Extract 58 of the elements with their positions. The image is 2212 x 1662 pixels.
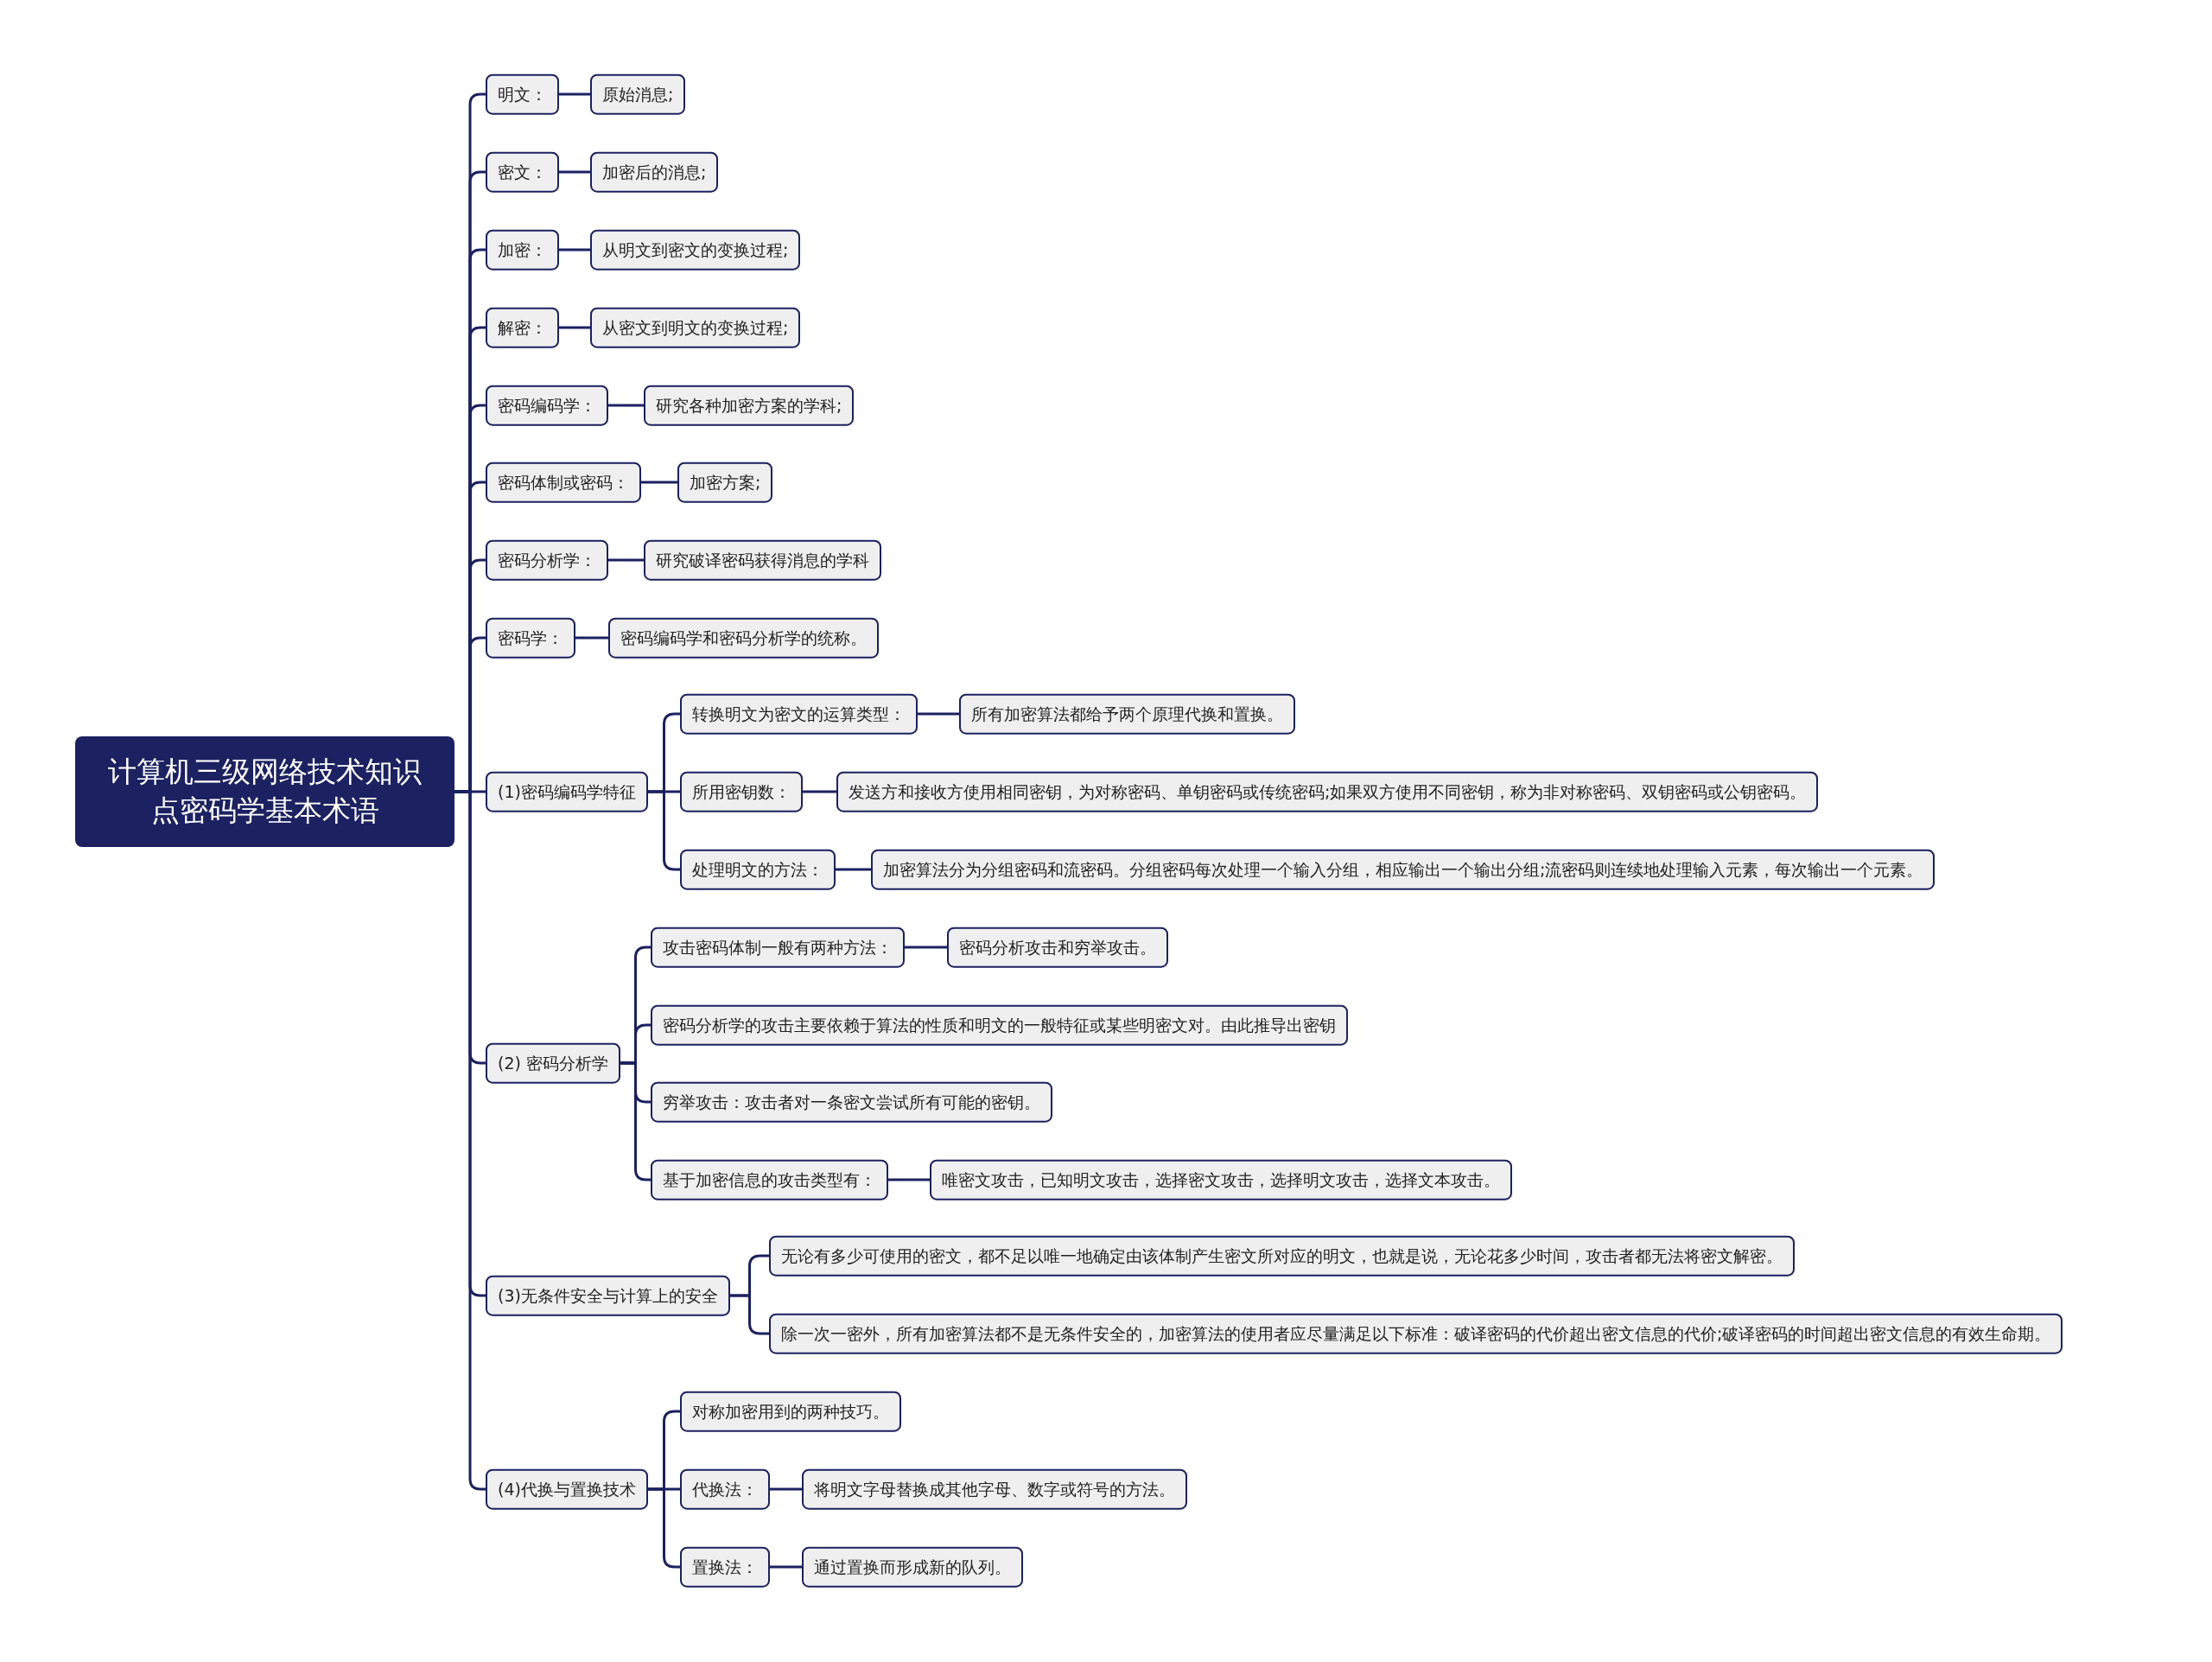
topic-box: 对称加密用到的两种技巧。 xyxy=(680,1391,901,1432)
connector-line xyxy=(770,1487,802,1491)
connector-line xyxy=(648,1487,680,1569)
connector-line xyxy=(559,248,590,252)
topic-box: 唯密文攻击，已知明文攻击，选择密文攻击，选择明文攻击，选择文本攻击。 xyxy=(930,1159,1512,1200)
connector-line xyxy=(730,1294,769,1335)
topic-box: 密码编码学： xyxy=(486,385,608,426)
connector-line xyxy=(641,481,677,484)
topic-box: 将明文字母替换成其他字母、数字或符号的方法。 xyxy=(802,1468,1187,1510)
topic-box: 密码分析学的攻击主要依赖于算法的性质和明文的一般特征或某些明密文对。由此推导出密钥 xyxy=(651,1004,1348,1046)
topic-box: (2) 密码分析学 xyxy=(486,1042,620,1084)
topic-box: 加密后的消息; xyxy=(590,151,719,193)
connector-line xyxy=(575,636,608,640)
topic-box: 加密方案; xyxy=(677,462,773,503)
topic-box: 研究破译密码获得消息的学科 xyxy=(644,539,881,581)
topic-box: (3)无条件安全与计算上的安全 xyxy=(486,1275,730,1316)
topic-box: 置换法： xyxy=(680,1546,770,1588)
topic-box: 攻击密码体制一般有两种方法： xyxy=(651,927,905,968)
topic-box: 研究各种加密方案的学科; xyxy=(644,385,855,426)
topic-box: 密码学： xyxy=(486,617,575,659)
connector-line xyxy=(770,1565,802,1569)
topic-box: 除一次一密外，所有加密算法都不是无条件安全的，加密算法的使用者应尽量满足以下标准：破译密码的代价超出密文信息的代价;破译密码的时间超出密文信息的有效生命期。 xyxy=(769,1313,2063,1354)
connector-line xyxy=(559,326,590,329)
topic-box: 加密： xyxy=(486,229,559,271)
connector-line xyxy=(559,92,590,96)
topic-box: 密码编码学和密码分析学的统称。 xyxy=(608,617,879,659)
topic-box: (4)代换与置换技术 xyxy=(486,1468,648,1510)
connector-line xyxy=(803,790,836,793)
topic-box: 密码分析学： xyxy=(486,539,608,581)
topic-box: 基于加密信息的攻击类型有： xyxy=(651,1159,888,1200)
topic-box: 通过置换而形成新的队列。 xyxy=(802,1546,1023,1588)
connector-line xyxy=(608,404,644,407)
topic-box: (1)密码编码学特征 xyxy=(486,771,648,812)
connector-line xyxy=(888,1178,930,1181)
topic-box: 所有加密算法都给予两个原理代换和置换。 xyxy=(959,693,1295,735)
topic-box: 加密算法分为分组密码和流密码。分组密码每次处理一个输入分组，相应输出一个输出分组;流密码则连续地处理输入元素，每次输出一个元素。 xyxy=(871,849,1936,890)
topic-box: 原始消息; xyxy=(590,73,686,115)
topic-box: 密文： xyxy=(486,151,559,193)
topic-box: 发送方和接收方使用相同密钥，为对称密码、单钥密码或传统密码;如果双方使用不同密钥，称为非对称密码、双钥密码或公钥密码。 xyxy=(836,771,1819,812)
connector-line xyxy=(836,868,871,871)
connector-line xyxy=(559,170,590,174)
connector-line xyxy=(905,946,947,949)
connector-line xyxy=(648,790,680,871)
topic-box: 所用密钥数： xyxy=(680,771,803,812)
topic-box: 无论有多少可使用的密文，都不足以唯一地确定由该体制产生密文所对应的明文，也就是说，无论花多少时间，攻击者都无法将密文解密。 xyxy=(769,1235,1795,1277)
topic-box: 处理明文的方法： xyxy=(680,849,836,890)
topic-box: 密码分析攻击和穷举攻击。 xyxy=(947,927,1168,968)
topic-box: 解密： xyxy=(486,307,559,348)
topic-box: 穷举攻击：攻击者对一条密文尝试所有可能的密钥。 xyxy=(651,1081,1052,1123)
topic-box: 明文： xyxy=(486,73,559,115)
topic-box: 转换明文为密文的运算类型： xyxy=(680,693,918,735)
connector-line xyxy=(918,712,959,716)
topic-box: 密码体制或密码： xyxy=(486,462,641,503)
topic-box: 从明文到密文的变换过程; xyxy=(590,229,801,271)
topic-box: 代换法： xyxy=(680,1468,770,1510)
topic-box: 从密文到明文的变换过程; xyxy=(590,307,801,348)
central-topic: 计算机三级网络技术知识点密码学基本术语 xyxy=(75,736,454,847)
connector-line xyxy=(608,558,644,562)
